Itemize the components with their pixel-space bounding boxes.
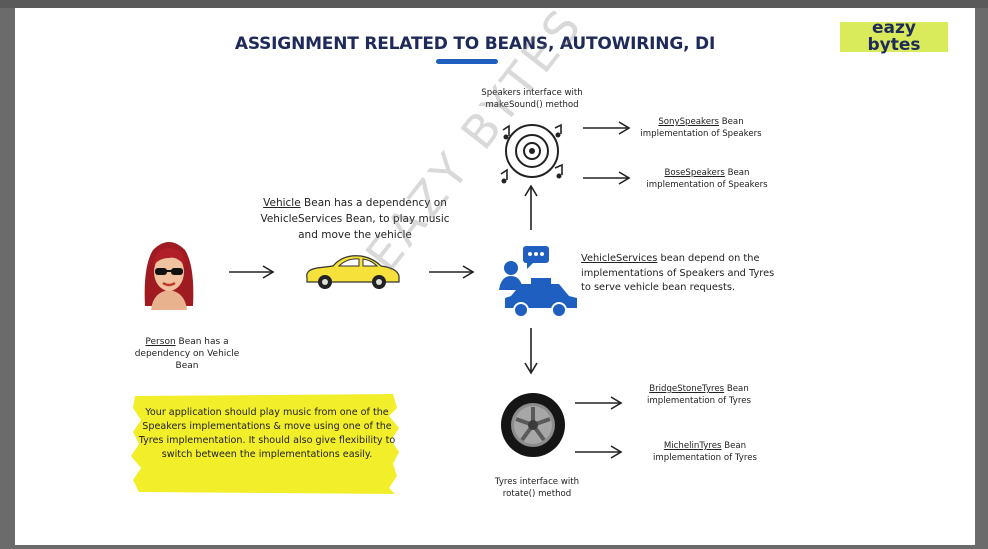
arrow-services-to-speakers [524, 184, 538, 230]
slide: ASSIGNMENT RELATED TO BEANS, AUTOWIRING,… [15, 8, 975, 545]
sony-speakers-label-text: Bean implementation of Speakers [640, 117, 762, 139]
bridgestone-tyres-link: BridgeStoneTyres [649, 384, 725, 394]
sony-speakers-label: SonySpeakers Bean implementation of Spea… [631, 116, 771, 140]
arrow-tyres-to-bridgestone [575, 396, 623, 410]
speaker-icon [500, 123, 563, 184]
page-title: ASSIGNMENT RELATED TO BEANS, AUTOWIRING,… [234, 34, 716, 54]
note-highlight [131, 394, 399, 494]
yellow-car-icon [306, 255, 400, 289]
sony-speakers-link: SonySpeakers [658, 117, 720, 127]
michelin-tyres-label-text: Bean implementation of Tyres [653, 441, 757, 463]
arrow-speakers-to-sony [583, 121, 631, 135]
michelin-tyres-label: MichelinTyres Bean implementation of Tyr… [631, 440, 779, 464]
logo-line-1: eazy [872, 18, 916, 38]
woman-avatar-icon [144, 242, 194, 310]
michelin-tyres-link: MichelinTyres [663, 441, 722, 451]
bridgestone-tyres-label-text: Bean implementation of Tyres [647, 384, 751, 406]
arrow-services-to-tyres [524, 328, 538, 375]
vehicle-service-icon [499, 246, 577, 318]
vehicle-link: Vehicle [263, 197, 301, 209]
bose-speakers-label-text: Bean implementation of Speakers [646, 168, 768, 190]
vehicle-label-text: Bean has a dependency on VehicleServices… [260, 197, 450, 241]
vehicle-label: Vehicle Bean has a dependency on Vehicle… [255, 195, 455, 243]
tyre-icon [501, 393, 565, 457]
person-label: Person Bean has a dependency on Vehicle … [128, 336, 246, 372]
logo: eazy bytes [840, 20, 948, 54]
assignment-note: Your application should play music from … [138, 407, 396, 460]
person-link: Person [145, 337, 176, 347]
window-top-bar [0, 0, 988, 8]
arrow-speakers-to-bose [583, 171, 631, 185]
vehicle-services-link: VehicleServices [581, 253, 658, 264]
arrow-vehicle-to-services [429, 265, 475, 279]
bose-speakers-link: BoseSpeakers [664, 168, 725, 178]
logo-background [840, 22, 948, 52]
logo-line-2: bytes [867, 35, 921, 55]
bose-speakers-label: BoseSpeakers Bean implementation of Spea… [635, 167, 779, 191]
person-label-text: Bean has a dependency on Vehicle Bean [134, 337, 240, 371]
bridgestone-tyres-label: BridgeStoneTyres Bean implementation of … [629, 383, 769, 407]
vehicle-services-label-text: bean depend on the implementations of Sp… [581, 253, 775, 293]
speakers-interface-label: Speakers interface with makeSound() meth… [481, 88, 583, 110]
arrow-person-to-vehicle [229, 265, 275, 279]
tyres-interface-label: Tyres interface with rotate() method [494, 477, 580, 499]
arrow-tyres-to-michelin [575, 445, 623, 459]
vehicle-services-label: VehicleServices bean depend on the imple… [581, 252, 781, 296]
title-underline [436, 59, 498, 64]
